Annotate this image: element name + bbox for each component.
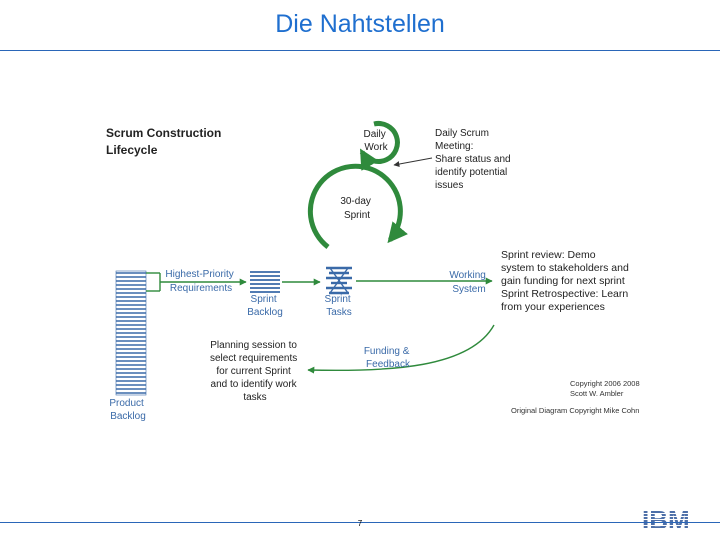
copyright-line-2: Scott W. Ambler xyxy=(570,389,624,398)
daily-work-label-2: Work xyxy=(364,142,388,153)
svg-text:Funding & Feedback: Funding & Feedback xyxy=(364,346,412,370)
product-backlog-stack xyxy=(115,270,147,396)
sprint-tasks-icon xyxy=(326,266,352,295)
daily-scrum-line-2: Meeting: xyxy=(435,141,473,152)
sprint-cycle-label-1: 30-day xyxy=(340,196,371,207)
svg-text:Sprint Backlog: Sprint Backlog xyxy=(247,294,283,318)
svg-text:Sprint Tasks: Sprint Tasks xyxy=(325,294,354,318)
daily-work-cycle-arrow xyxy=(359,121,400,171)
copyright-line-1: Copyright 2006 2008 xyxy=(570,379,640,388)
sprint-review-line-4: Sprint Retrospective: Learn xyxy=(501,288,628,300)
svg-text:Copyright 2006 2008 Scott: Copyright 2006 2008 Scott W. Ambler xyxy=(570,379,642,398)
planning-line-2: select requirements xyxy=(210,353,297,364)
ibm-logo: IBM xyxy=(642,505,690,535)
requirements-connector xyxy=(146,272,247,292)
daily-scrum-line-4: identify potential xyxy=(435,167,507,178)
svg-text:Sprint review: Demo system: Sprint review: Demo system to stakeholde… xyxy=(501,249,632,313)
original-diagram-credit: Original Diagram Copyright Mike Cohn xyxy=(511,406,639,415)
daily-scrum-line-5: issues xyxy=(435,180,463,191)
sprint-backlog-stack xyxy=(250,271,280,293)
daily-scrum-pointer xyxy=(393,157,433,167)
svg-text:Daily Work: Daily Work xyxy=(363,129,388,153)
diagram-heading-line-2: Lifecycle xyxy=(106,143,158,157)
footer-rule xyxy=(0,522,720,523)
sprint-tasks-label-2: Tasks xyxy=(326,307,352,318)
daily-work-label-1: Daily xyxy=(363,129,385,140)
sprint-backlog-label-1: Sprint xyxy=(251,294,277,305)
svg-text:Scrum Construction Lifecyc: Scrum Construction Lifecycle xyxy=(106,126,225,157)
svg-text:IBM: IBM xyxy=(642,505,690,535)
funding-feedback-label-1: Funding & xyxy=(364,346,410,357)
header-rule xyxy=(0,50,720,51)
sprint-review-line-5: from your experiences xyxy=(501,301,605,313)
funding-feedback-arrow xyxy=(307,324,495,374)
sprint-cycle-arrow xyxy=(307,163,408,249)
svg-text:Highest-Priority Requireme: Highest-Priority Requirements xyxy=(165,269,236,294)
svg-text:Planning session to select: Planning session to select requirements … xyxy=(210,340,300,403)
product-backlog-label-1: Product xyxy=(109,398,144,409)
planning-line-5: tasks xyxy=(243,392,266,403)
sprint-tasks-label-1: Sprint xyxy=(325,294,351,305)
working-system-label-1: Working xyxy=(449,270,486,281)
sprint-review-line-1: Sprint review: Demo xyxy=(501,249,596,261)
product-backlog-label-2: Backlog xyxy=(110,411,146,422)
svg-text:30-day Sprint: 30-day Sprint xyxy=(340,196,373,221)
planning-line-1: Planning session to xyxy=(210,340,297,351)
daily-scrum-line-3: Share status and xyxy=(435,154,511,165)
highest-priority-label-1: Highest-Priority xyxy=(165,269,233,280)
planning-line-3: for current Sprint xyxy=(216,366,291,377)
working-system-label-2: System xyxy=(452,284,485,295)
highest-priority-label-2: Requirements xyxy=(170,283,232,294)
sprint-backlog-label-2: Backlog xyxy=(247,307,283,318)
slide-title: Die Nahtstellen xyxy=(275,10,445,38)
diagram-heading-line-1: Scrum Construction xyxy=(106,126,221,140)
svg-text:Product Backlog: Product Backlog xyxy=(109,398,146,422)
daily-scrum-line-1: Daily Scrum xyxy=(435,128,489,139)
sprint-review-line-2: system to stakeholders and xyxy=(501,262,629,274)
sprint-cycle-label-2: Sprint xyxy=(344,210,370,221)
funding-feedback-label-2: Feedback xyxy=(366,359,411,370)
svg-text:Working System: Working System xyxy=(449,270,488,295)
planning-line-4: and to identify work xyxy=(211,379,298,390)
svg-text:Daily Scrum Meeting: S: Daily Scrum Meeting: Share status and id… xyxy=(435,128,513,191)
sprint-review-line-3: gain funding for next sprint xyxy=(501,275,625,287)
page-number: 7 xyxy=(357,519,363,528)
